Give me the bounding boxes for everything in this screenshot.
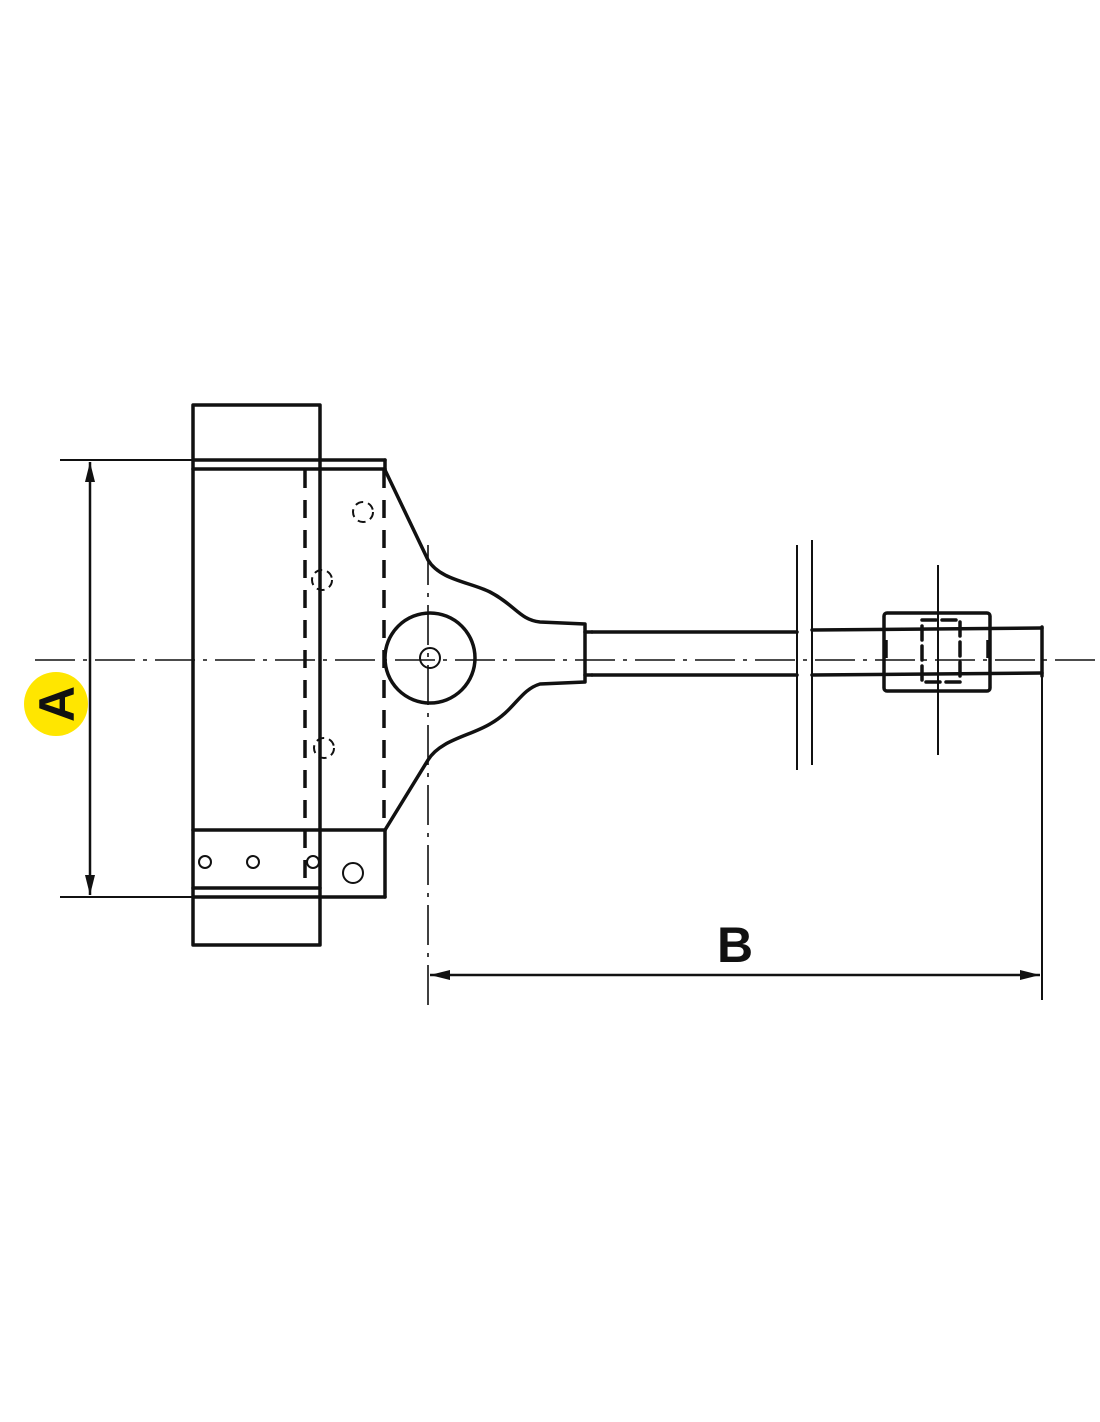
- hole: [246, 855, 260, 869]
- hidden-hole: [352, 501, 374, 523]
- dimension-b-label: B: [717, 917, 753, 973]
- dimension-a: A: [24, 459, 193, 898]
- hole: [198, 855, 212, 869]
- pivot-hole: [419, 647, 441, 669]
- dimension-a-badge: [24, 672, 88, 736]
- shaft: [590, 540, 1044, 770]
- dimension-b: B: [430, 676, 1043, 1000]
- hidden-hole: [313, 737, 335, 759]
- collar: [882, 611, 992, 693]
- hole: [306, 855, 320, 869]
- clamp-body: [191, 403, 594, 947]
- hidden-hole: [311, 569, 333, 591]
- hole: [342, 862, 364, 884]
- dimension-a-label: A: [29, 686, 85, 722]
- pivot-boss: [383, 611, 477, 705]
